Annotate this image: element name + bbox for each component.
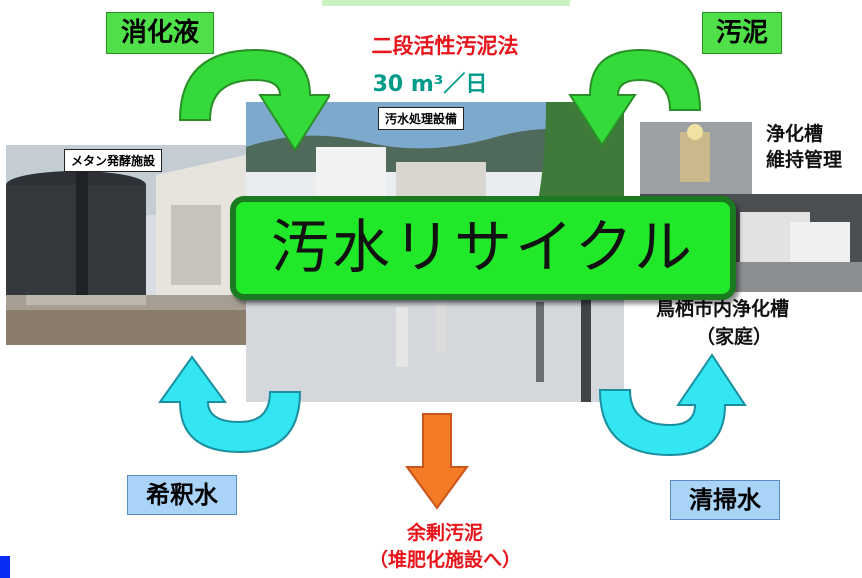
city-septic-line2: （家庭）: [696, 326, 773, 348]
methane-facility-photo: [6, 145, 246, 345]
blue-square-marker: [0, 556, 10, 578]
digestion-liquid-label: 消化液: [106, 12, 214, 54]
dilution-water-label: 希釈水: [127, 475, 237, 515]
surplus-sludge-line1: 余剰汚泥: [406, 522, 483, 544]
cleaning-water-arrow: [598, 353, 747, 457]
sewage-plant-photo: [246, 102, 624, 402]
process-title: 二段活性汚泥法: [371, 34, 519, 58]
methane-facility-tag: メタン発酵施設: [64, 149, 163, 172]
surplus-sludge-line2: （堆肥化施設へ）: [368, 549, 521, 571]
maintenance-line2: 維持管理: [766, 149, 843, 171]
sludge-label: 汚泥: [702, 12, 782, 54]
cleaning-water-label: 清掃水: [670, 480, 780, 520]
maintenance-line1: 浄化槽: [766, 123, 824, 145]
sewage-plant-tag: 汚水処理設備: [378, 107, 465, 130]
dilution-water-arrow: [158, 355, 302, 454]
sludge-arrow: [568, 48, 702, 147]
capacity-text: 30 m³／日: [372, 72, 488, 97]
surplus-sludge-arrow: [405, 413, 469, 510]
digestion-liquid-arrow: [178, 48, 330, 152]
sewage-recycle-banner: 汚水リサイクル: [230, 196, 736, 300]
top-strip: [322, 0, 570, 6]
city-septic-line1: 鳥栖市内浄化槽: [656, 298, 790, 320]
